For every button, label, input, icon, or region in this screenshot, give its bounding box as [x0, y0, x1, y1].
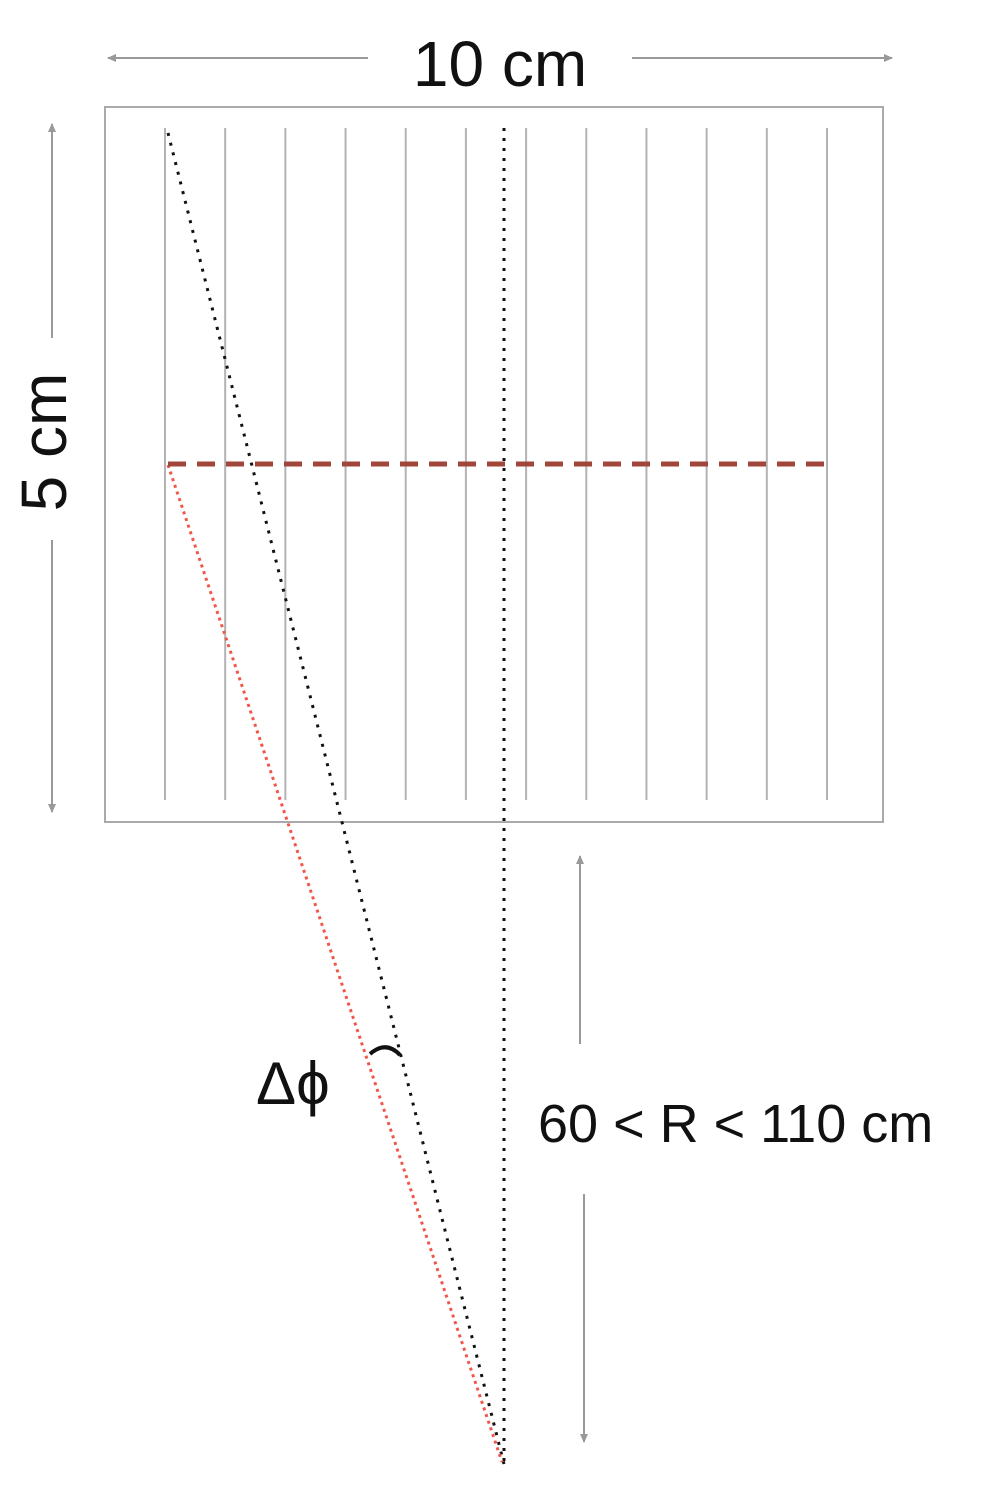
angle-label: Δϕ [256, 1050, 330, 1117]
angle-arc [368, 1045, 402, 1057]
radius-dimension: 60 < R < 110 cm [538, 855, 933, 1443]
radius-label: 60 < R < 110 cm [538, 1094, 933, 1154]
width-dimension: 10 cm [107, 28, 893, 100]
height-label: 5 cm [8, 373, 80, 512]
track-red [166, 464, 504, 1463]
height-dimension: 5 cm [8, 123, 80, 813]
track-black-slanted [166, 132, 506, 1465]
width-label: 10 cm [413, 28, 587, 100]
detector-frame [104, 106, 884, 823]
